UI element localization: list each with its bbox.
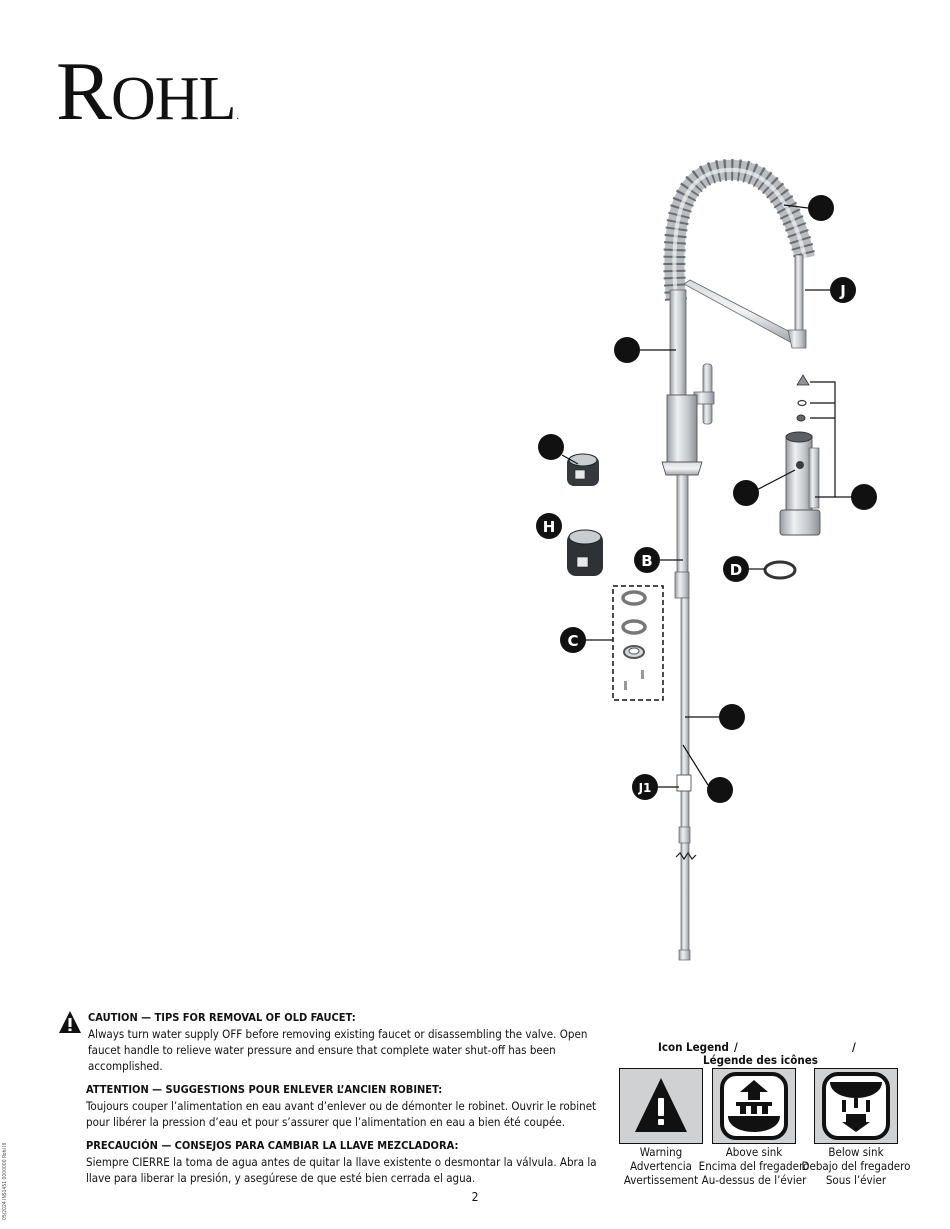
below-sink-icon [814, 1068, 898, 1144]
faucet-body [666, 394, 698, 466]
above-sink-icon [712, 1068, 796, 1144]
small-parts [796, 374, 810, 422]
svg-text:D: D [730, 561, 742, 579]
caution-title-es: PRECAUCIÓN — CONSEJOS PARA CAMBIAR LA LL… [86, 1139, 459, 1152]
warning-icon [619, 1068, 703, 1144]
logo-rest: OHL [111, 65, 236, 133]
svg-text:H: H [543, 518, 556, 536]
legend-title-fr: Légende des icônes [703, 1053, 818, 1067]
o-ring [763, 560, 797, 580]
logo-mark: . [236, 111, 238, 122]
logo-initial: R [56, 45, 112, 138]
legend-caption-above-sink: Above sink Encima del fregadero Au-dessu… [698, 1145, 810, 1187]
document-code: 05/2024 INS1451 0000000 Rohl III [2, 1142, 8, 1220]
spout-upper-tube [669, 289, 687, 401]
svg-text:C: C [567, 632, 578, 650]
cartridge-valve [779, 431, 821, 536]
spring-coil [663, 158, 816, 301]
caution-text-en: Always turn water supply OFF before remo… [88, 1027, 588, 1073]
legend-caption-warning: Warning Advertencia Avertissement [623, 1145, 699, 1187]
svg-text:B: B [641, 552, 652, 570]
rohl-logo: ROHL. [56, 50, 239, 159]
faucet-exploded-diagram: J H B D C J1 [536, 158, 877, 961]
svg-text:J1: J1 [638, 781, 652, 795]
callout-dot [733, 480, 759, 506]
aerator-large [567, 529, 603, 576]
callout-H: H [536, 513, 562, 539]
caution-text-es: Siempre CIERRE la toma de agua antes de … [86, 1155, 597, 1185]
caution-title-en: CAUTION — TIPS FOR REMOVAL OF OLD FAUCET… [88, 1011, 356, 1024]
callout-J: J [830, 277, 856, 303]
callout-dot [808, 195, 834, 221]
legend-separator: / [734, 1040, 738, 1054]
callout-D: D [723, 556, 749, 582]
page-number: 2 [471, 1190, 479, 1204]
callout-dot [851, 484, 877, 510]
warning-triangle-icon [59, 1011, 81, 1033]
callout-C: C [560, 627, 586, 653]
legend-separator: / [852, 1040, 856, 1054]
washer-kit-box [612, 585, 664, 701]
caution-section: CAUTION — TIPS FOR REMOVAL OF OLD FAUCET… [58, 1010, 598, 1194]
callout-J1: J1 [632, 774, 658, 800]
callout-dot [719, 704, 745, 730]
callout-dot [538, 434, 564, 460]
svg-text:J: J [839, 282, 846, 300]
spout-arm [683, 279, 797, 343]
spray-head [794, 254, 804, 341]
callout-dot [707, 777, 733, 803]
caution-text-fr: Toujours couper l’alimentation en eau av… [86, 1099, 597, 1129]
legend-title-en: Icon Legend [658, 1040, 729, 1054]
aerator-small [567, 453, 599, 486]
caution-title-fr: ATTENTION — SUGGESTIONS POUR ENLEVER L’A… [86, 1083, 443, 1096]
callout-B: B [634, 547, 660, 573]
callout-dot [614, 337, 640, 363]
legend-caption-below-sink: Below sink Debajo del fregadero Sous l’é… [801, 1145, 911, 1187]
